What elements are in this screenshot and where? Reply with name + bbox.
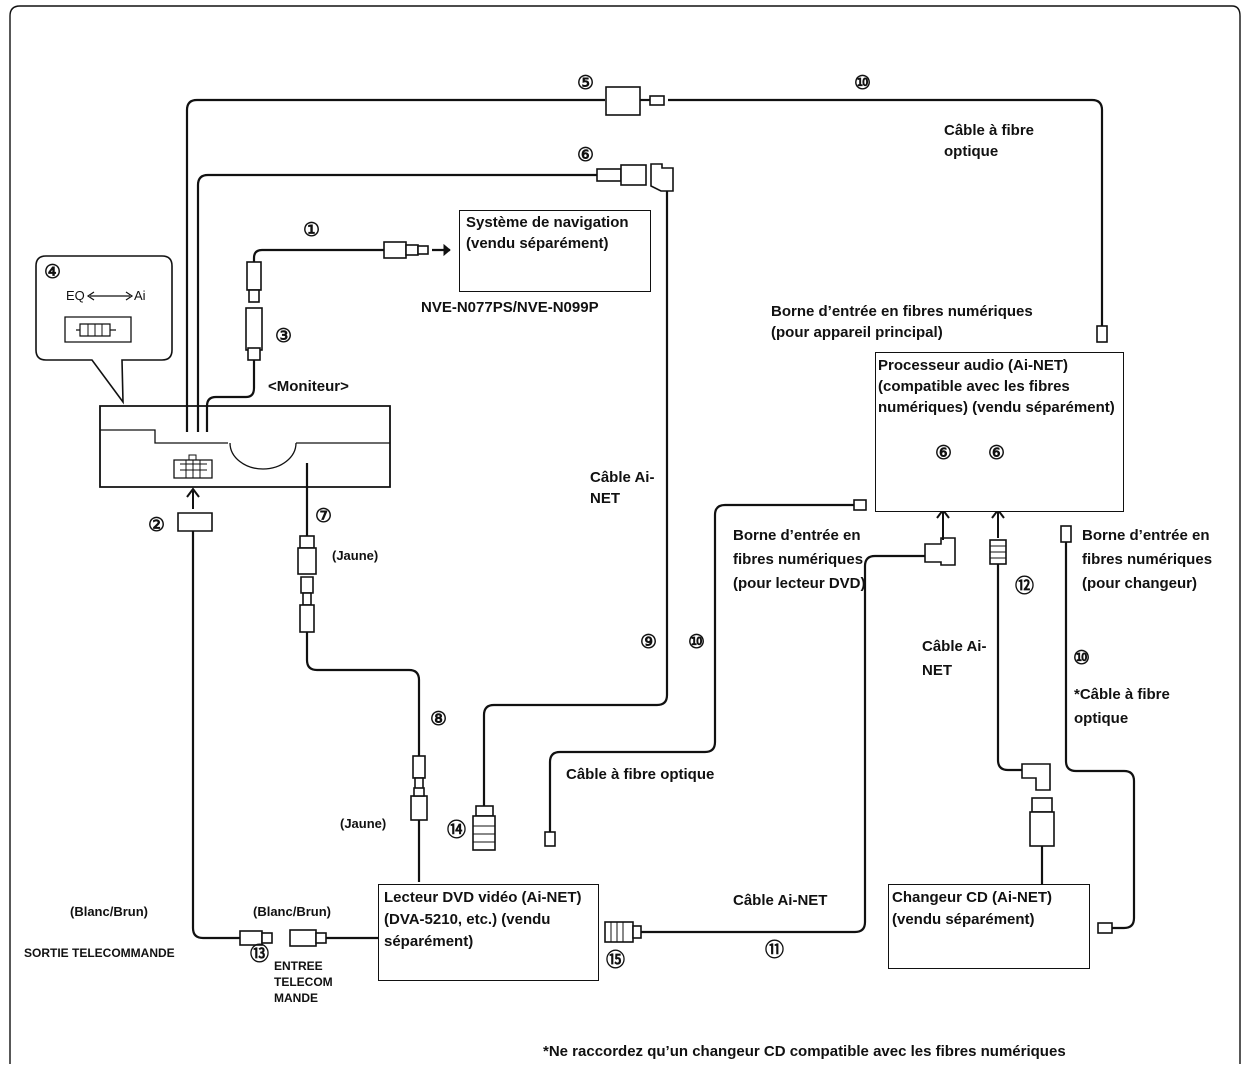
fiber-plug-changer-in [1097,922,1113,934]
marker-6-left: ⑥ [935,443,953,464]
marker-7: ⑦ [315,506,333,527]
input-dvd-label: Borne d’entrée en fibres numériques (pou… [733,527,866,592]
ainet-bottom-label: Câble Ai-NET [733,892,828,909]
marker-3: ③ [275,326,293,347]
cable-fiber-10-dvd [548,503,855,832]
marker-14: ⑭ [447,820,467,841]
nav-system-label: Système de navigation (vendu séparément) [466,214,629,252]
cable-ainet-9 [482,190,669,806]
marker-9: ⑨ [640,632,658,653]
cable-fiber-10-top [668,98,1104,326]
input-changer-label: Borne d’entrée en fibres numériques (pou… [1082,527,1213,592]
marker-1: ① [303,220,321,241]
marker-15: ⑮ [606,950,626,971]
component-2 [177,512,213,532]
monitor-label: <Moniteur> [268,378,349,395]
marker-8: ⑧ [430,709,448,730]
marker-6-right: ⑥ [988,443,1006,464]
marker-10-top: ⑩ [854,73,872,94]
ainet-right-label: Câble Ai-NET [922,638,987,679]
cable-fiber-10-changer [1064,540,1136,930]
callout-4 [35,255,173,405]
marker-6-top: ⑥ [577,145,595,166]
cable-8 [305,632,421,756]
cable-ainet-11 [640,554,925,934]
monitor-connector [173,459,213,479]
fiber-top-label: Câble à fibre optique [944,122,1035,160]
remote-out-plug [239,930,263,946]
outer-frame [9,5,1241,1064]
processor-label: Processeur audio (Ai-NET) (compatible av… [878,357,1115,416]
ainet-plug-6-b [620,164,647,186]
fiber-plug-5 [649,95,665,106]
cable-to-3 [205,358,256,432]
fiber-plug-changer [1060,525,1072,543]
marker-10-dvd: ⑩ [688,632,706,653]
ainet-plug-11-right [924,537,956,566]
marker-11: ⑪ [765,940,785,961]
fiber-middle-label: Câble à fibre optique [566,766,715,783]
monitor-box [99,405,391,488]
changer-label: Changeur CD (Ai-NET) (vendu séparément) [892,889,1052,928]
remote-out-label: SORTIE TELECOMMANDE [24,946,175,960]
nav-models-label: NVE-N077PS/NVE-N099P [421,299,599,316]
ainet-plug-12-bottom [1021,763,1051,791]
marker-2: ② [148,515,166,536]
fiber-note-label: *Câble à fibre optique [1074,686,1170,727]
callout-ai-label: Ai [134,288,146,303]
input-main-label: Borne d’entrée en fibres numériques [771,303,1033,320]
blanc-mid-label: (Blanc/Brun) [253,904,331,919]
fiber-plug-dvd-in [853,499,867,511]
remote-in-label: ENTREE TELECOM MANDE [274,959,333,1005]
marker-12: ⑫ [1015,576,1035,597]
marker-5: ⑤ [577,73,595,94]
cable-ainet-12 [996,562,1022,772]
marker-10-changer: ⑩ [1073,648,1091,669]
remote-in-plug [289,929,317,947]
input-main-paren-label: (pour appareil principal) [771,324,943,341]
processor-box [875,352,1124,512]
component-5 [605,86,641,116]
ainet-plug-14 [475,805,494,817]
ainet-center-label: Câble Ai-NET [590,469,655,507]
fiber-plug-dvd [544,831,556,847]
changer-box [888,884,1090,969]
component-3 [245,307,263,351]
cable-ainet-to-6 [196,173,597,432]
plug-1-b [246,261,262,291]
footnote: *Ne raccordez qu’un changeur CD compatib… [543,1043,1066,1060]
callout-eq-label: EQ [66,288,85,303]
cable-fiber-to-5 [185,98,605,432]
dvd-player-box [378,884,599,981]
plug-1-a [383,241,407,259]
marker-13: ⑬ [250,944,270,965]
marker-4: ④ [44,262,62,283]
blanc-left-label: (Blanc/Brun) [70,904,148,919]
jaune-top-label: (Jaune) [332,548,379,563]
fiber-plug-main [1096,325,1108,343]
navigation-box [459,210,651,292]
rca-7-a [299,535,315,549]
ainet-plug-6-c [650,163,674,192]
ainet-plug-6-a [596,168,622,182]
jaune-bottom-label: (Jaune) [340,816,387,831]
ainet-plug-15 [604,921,634,943]
dvd-player-label: Lecteur DVD vidéo (Ai-NET) (DVA-5210, et… [384,889,582,950]
rca-8-a [412,755,426,779]
cable-remote-out [191,531,240,940]
cable-1-to-nav [252,248,384,283]
